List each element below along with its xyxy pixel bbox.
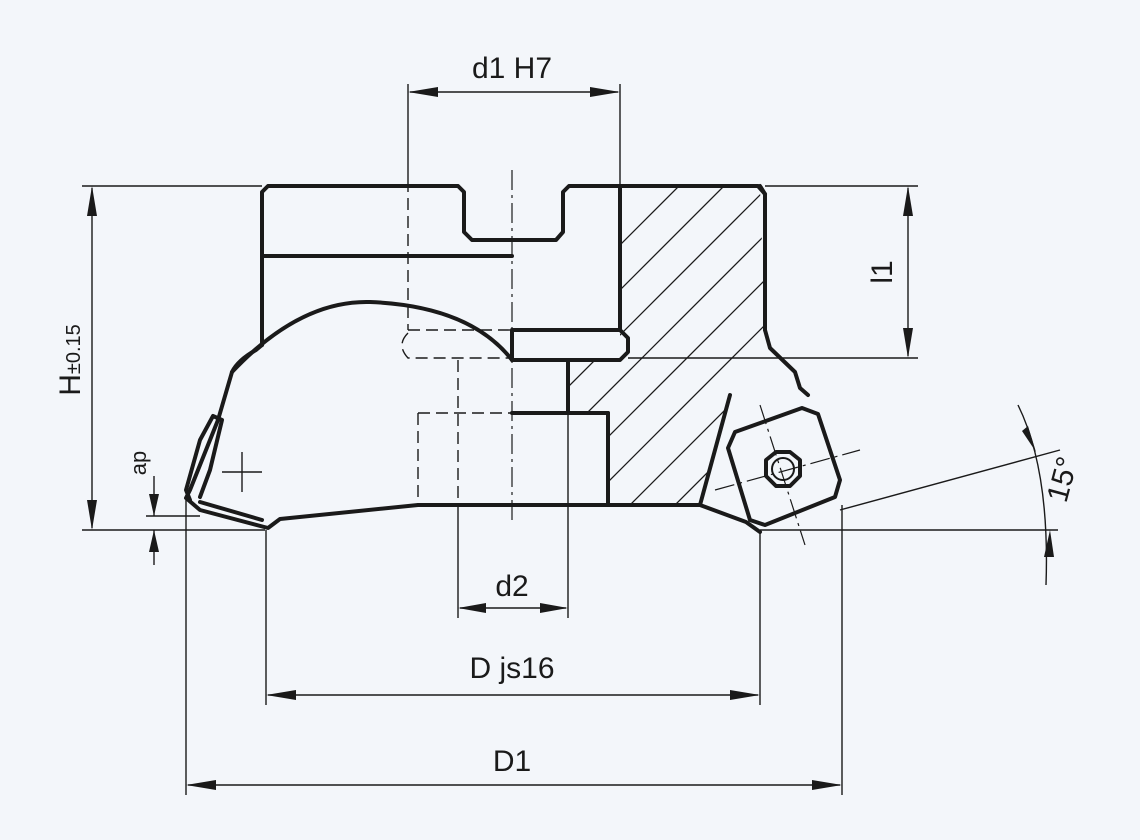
label-d1: d1 H7 [472,52,552,85]
label-l1: l1 [866,260,899,283]
insert-screw-icon [764,450,802,488]
label-D1: D1 [493,745,531,778]
cutter-body-outline [184,184,810,534]
insert-body [726,406,842,527]
dimension-labels: d1 H7 d2 D js16 D1 l1 H±0.15 ap 15° [54,52,1085,778]
section-hatching [568,188,765,505]
svg-text:H±0.15: H±0.15 [54,324,87,396]
label-H-tolerance: ±0.15 [63,324,85,374]
body-top-left [260,184,767,347]
body-left-flank [184,343,762,534]
hidden-lines [222,170,513,520]
label-d2: d2 [495,570,528,603]
label-ap: ap [126,451,151,475]
label-H-symbol: H [54,374,87,396]
label-D: D js16 [469,652,554,685]
label-H: H±0.15 [54,324,87,396]
dimension-lines [82,84,1061,795]
cutting-insert [714,404,861,546]
label-angle: 15° [1041,453,1085,505]
